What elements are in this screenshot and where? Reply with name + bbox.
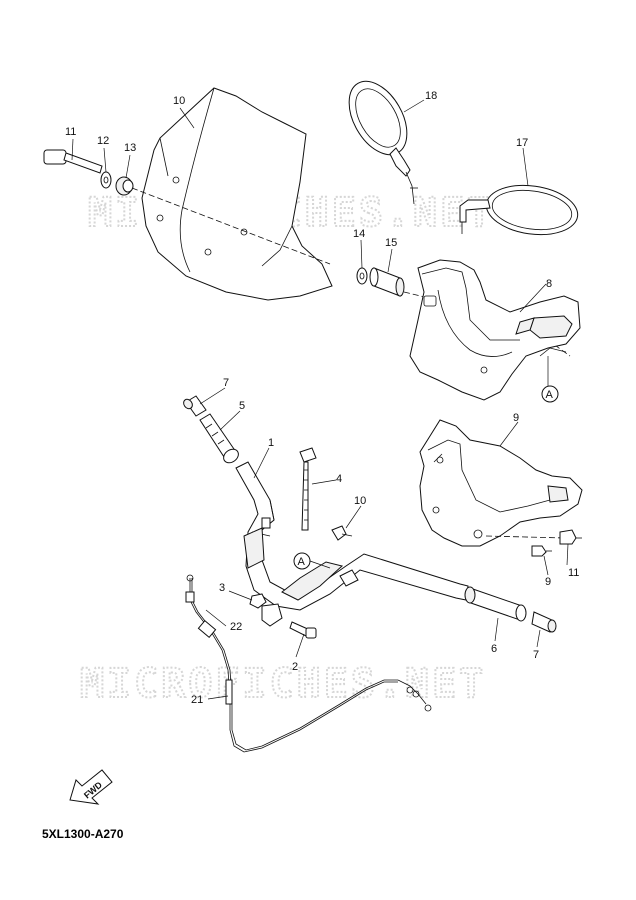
callout-5: 5 — [239, 400, 245, 412]
callout-7-right: 7 — [533, 649, 539, 661]
screw-small — [531, 545, 552, 557]
grip-right — [464, 586, 527, 622]
bolt-holder — [289, 621, 317, 639]
grommet — [115, 176, 134, 196]
callout-17: 14 — [353, 228, 365, 240]
ref-marker-a-lower: A — [293, 552, 331, 570]
callout-9: 9 — [545, 576, 551, 588]
cable-tie — [299, 447, 317, 531]
callout-15: 12 — [97, 135, 109, 147]
callout-16: 13 — [124, 142, 136, 154]
handlebar-holder — [261, 603, 283, 627]
collar — [356, 267, 368, 285]
callout-2: 2 — [292, 661, 298, 673]
assembly-line-rear-cover — [485, 535, 567, 539]
callout-18: 15 — [385, 237, 397, 249]
screw-tapping — [559, 529, 582, 545]
handlebar — [235, 461, 469, 611]
washer — [100, 171, 112, 189]
mirror-right — [459, 184, 579, 236]
throttle-cable — [185, 574, 432, 753]
callout-19: 17 — [516, 137, 528, 149]
callout-7-left: 7 — [223, 377, 229, 389]
grip-left — [199, 413, 239, 464]
mirror-left — [348, 80, 418, 205]
nut — [249, 593, 267, 609]
callout-14: 11 — [65, 126, 76, 138]
callout-21: 21 — [191, 694, 203, 706]
leader-lines — [71, 99, 569, 700]
grip-end-left — [183, 395, 207, 417]
handle-cover-front — [409, 259, 581, 401]
diagram-code: 5XL1300-A270 — [42, 827, 124, 841]
callout-6: 6 — [491, 643, 497, 655]
watermark-bottom: MICROFICHES.NET — [80, 661, 486, 707]
callout-11: 10 — [354, 495, 366, 507]
spacer — [369, 267, 405, 297]
assembly-line-windscreen — [131, 187, 331, 265]
screw-cover — [331, 525, 353, 541]
callout-20: 18 — [425, 90, 437, 102]
windscreen — [141, 87, 333, 301]
windscreen-bolt — [43, 149, 103, 174]
callout-8: 8 — [546, 278, 552, 290]
callout-3: 3 — [219, 582, 225, 594]
callout-10: 9 — [513, 412, 519, 424]
ref-marker-a-upper: A — [541, 356, 559, 403]
callout-12: 11 — [568, 567, 579, 579]
ref-marker-a-label: A — [546, 389, 554, 401]
handle-cover-rear — [419, 419, 583, 547]
callout-1: 1 — [268, 437, 274, 449]
ref-marker-a-label-2: A — [298, 556, 306, 568]
callout-13: 10 — [173, 95, 185, 107]
callout-4: 4 — [336, 473, 342, 485]
callout-22: 22 — [230, 621, 242, 633]
fwd-arrow-icon: FWD — [69, 769, 113, 805]
grip-end-right — [531, 611, 557, 633]
